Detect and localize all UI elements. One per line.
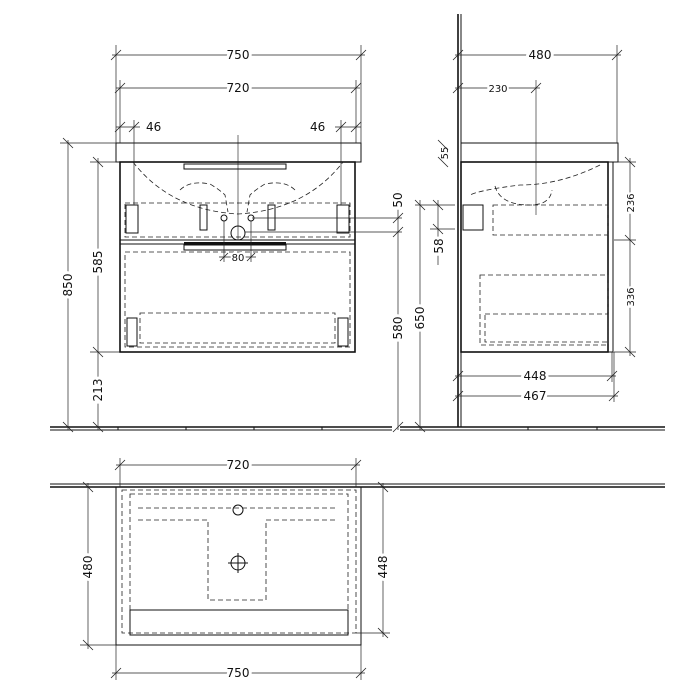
dim-plan-width-total: 750 bbox=[227, 666, 250, 680]
dim-plan-depth-total: 480 bbox=[81, 556, 95, 579]
dim-height-total: 850 bbox=[61, 274, 75, 297]
basin-top bbox=[115, 142, 362, 163]
dim-drawer-bottom: 336 bbox=[626, 287, 637, 306]
front-view: 750 720 46 46 850 585 213 50 580 80 bbox=[50, 45, 408, 433]
dim-width-inner: 720 bbox=[227, 81, 250, 95]
side-view: 480 230 55 236 336 58 650 448 467 bbox=[400, 14, 665, 433]
dim-cabinet-depth: 448 bbox=[524, 369, 547, 383]
plan-view: 720 480 448 750 bbox=[50, 455, 665, 683]
dim-cabinet-height: 585 bbox=[91, 251, 105, 274]
tap-hole-icon bbox=[232, 504, 244, 516]
dim-drawer-top: 236 bbox=[626, 193, 637, 212]
dim-tap-vertical: 50 bbox=[391, 192, 405, 207]
dim-top-thickness: 55 bbox=[440, 147, 451, 160]
basin-side bbox=[460, 142, 619, 163]
dim-plan-cabinet-depth: 448 bbox=[376, 556, 390, 579]
cabinet-side bbox=[460, 161, 609, 353]
dim-width-total: 750 bbox=[227, 48, 250, 62]
dim-cabinet-depth-front: 467 bbox=[524, 389, 547, 403]
floor-line bbox=[50, 426, 392, 431]
dim-drain-height: 580 bbox=[391, 317, 405, 340]
dim-floor-clearance: 213 bbox=[91, 379, 105, 402]
basin-plan bbox=[115, 486, 362, 646]
floor-line-side bbox=[400, 426, 665, 431]
dim-basin-center: 230 bbox=[488, 84, 507, 95]
dim-tap-horizontal: 80 bbox=[232, 253, 245, 264]
handle-top bbox=[183, 163, 287, 170]
dim-offset-left: 46 bbox=[146, 120, 161, 134]
drawer-front-side bbox=[607, 161, 614, 353]
dim-offset-right: 46 bbox=[310, 120, 325, 134]
cabinet-body bbox=[119, 161, 356, 353]
dim-plan-width-inner: 720 bbox=[227, 458, 250, 472]
dim-bracket-height: 650 bbox=[413, 307, 427, 330]
dim-depth-total: 480 bbox=[529, 48, 552, 62]
dim-bracket-spacing: 58 bbox=[432, 238, 446, 253]
